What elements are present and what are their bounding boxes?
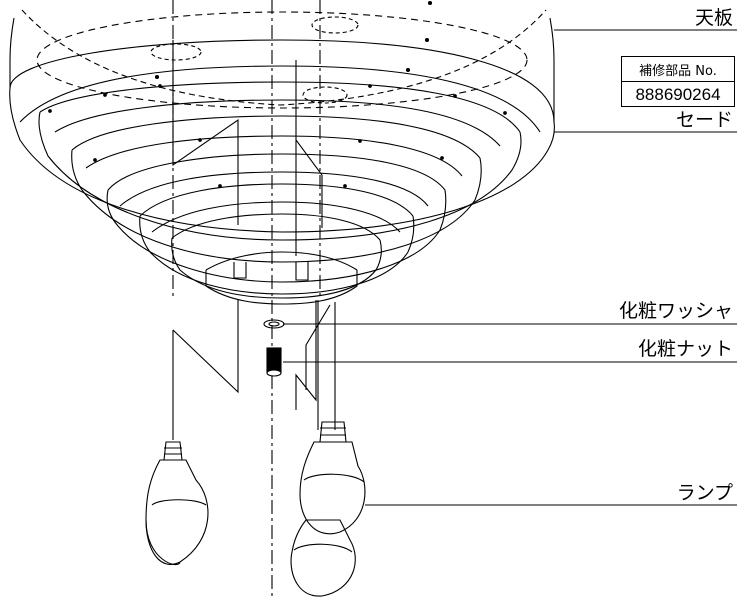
center-lines: [172, 0, 321, 600]
lamp-left: [145, 441, 209, 566]
nut-drawing: [266, 347, 282, 377]
label-ceiling-plate: 天板: [694, 7, 733, 29]
label-shade: セード: [675, 109, 733, 131]
cords: [172, 40, 336, 440]
repair-part-box: 補修部品 No. 888690264: [621, 56, 735, 107]
washer-drawing: [263, 319, 285, 329]
leader-lines: [283, 29, 737, 506]
label-decorative-washer: 化粧ワッシャ: [618, 300, 733, 322]
label-decorative-nut: 化粧ナット: [637, 338, 733, 360]
shade-rings: [9, 39, 555, 305]
ceiling-plate: [9, 0, 555, 122]
repair-part-header: 補修部品 No.: [622, 57, 734, 82]
lamp-bottom: [290, 519, 356, 597]
lamp-right: [299, 421, 366, 535]
repair-part-number: 888690264: [635, 84, 721, 104]
label-lamp: ランプ: [676, 482, 733, 504]
